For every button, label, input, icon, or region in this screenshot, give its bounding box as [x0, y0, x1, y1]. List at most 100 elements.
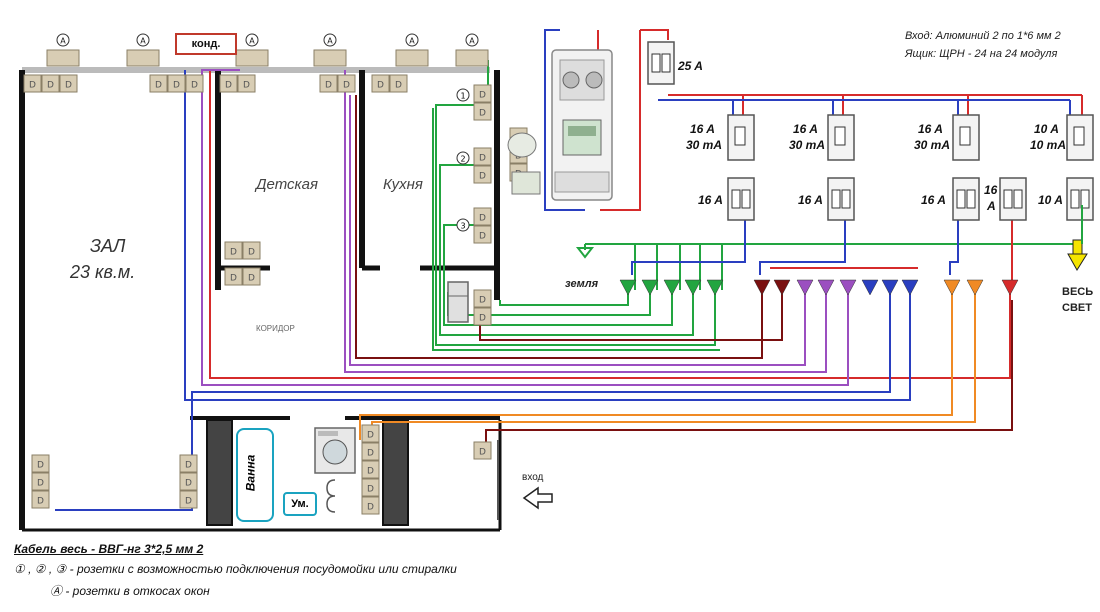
window-socket-marker: A	[126, 33, 160, 67]
outlet-socket: D	[23, 74, 42, 93]
floor-plan-walls	[19, 67, 502, 532]
all-light-arrow	[1067, 239, 1088, 271]
window-socket-marker: A	[313, 33, 347, 67]
outlet-marker-text: D	[248, 274, 255, 284]
rcd-4-current: 10 A	[1034, 122, 1059, 136]
outlet-marker-text: D	[225, 81, 232, 91]
breaker-device	[1066, 177, 1094, 221]
outlet-marker-text: D	[325, 81, 332, 91]
breaker-1-rating: 16 A	[698, 193, 723, 207]
breaker-5-rating: 10 A	[1038, 193, 1063, 207]
conditioner-label: конд.	[175, 33, 237, 55]
terminal-triangle	[641, 279, 659, 296]
outlet-marker-text: D	[191, 81, 198, 91]
terminal-triangle	[753, 279, 771, 296]
outlet-socket: D	[242, 267, 261, 286]
outlet-marker-text: D	[367, 485, 374, 495]
outlet-marker-text: D	[479, 214, 486, 224]
ground-arrow	[575, 244, 595, 259]
window-marker-text: A	[249, 37, 255, 46]
outlet-marker-text: D	[155, 81, 162, 91]
blue-wires	[55, 29, 1071, 511]
rcd-device	[727, 114, 755, 161]
outlet-marker-text: D	[367, 431, 374, 441]
outlet-socket: D	[31, 454, 50, 473]
numbered-socket-marker: 3	[456, 218, 470, 232]
window-socket-marker: A	[455, 33, 489, 67]
terminal-triangle	[1001, 279, 1019, 296]
red-wire-entrance	[485, 300, 1013, 450]
window-marker-text: A	[140, 37, 146, 46]
window-socket-marker: A	[395, 33, 429, 67]
legend-numbered: ① , ② , ③ - розетки с возможностью подкл…	[14, 562, 457, 576]
terminal-triangle	[839, 279, 857, 296]
outlet-marker-text: D	[479, 232, 486, 242]
outlet-socket: D	[31, 490, 50, 509]
outlet-socket: D	[361, 442, 380, 461]
outlet-socket: D	[473, 84, 492, 103]
hall-area: 23 кв.м.	[70, 262, 136, 282]
outlet-socket: D	[361, 460, 380, 479]
window-marker-text: A	[469, 37, 475, 46]
outlet-marker-text: D	[29, 81, 36, 91]
terminal-triangle	[706, 279, 724, 296]
window-socket-marker: A	[46, 33, 80, 67]
rcd-device	[1066, 114, 1094, 161]
outlet-socket: D	[473, 207, 492, 226]
outlet-socket: D	[389, 74, 408, 93]
outlet-socket: D	[219, 74, 238, 93]
outlet-marker-text: D	[243, 81, 250, 91]
outlet-socket: D	[337, 74, 356, 93]
outlet-socket: D	[237, 74, 256, 93]
rcd-device	[952, 114, 980, 161]
rcd-device	[827, 114, 855, 161]
terminal-triangle	[817, 279, 835, 296]
dishwasher-icon	[507, 132, 541, 195]
terminal-triangle	[881, 279, 899, 296]
outlet-marker-text: D	[185, 497, 192, 507]
terminal-triangle	[966, 279, 984, 296]
terminal-triangle	[684, 279, 702, 296]
towel-heater	[326, 479, 336, 513]
outlet-marker-text: D	[479, 154, 486, 164]
outlet-marker-text: D	[367, 449, 374, 459]
outlet-socket: D	[179, 490, 198, 509]
bathtub: Ванна	[236, 428, 274, 522]
outlet-marker-text: D	[185, 479, 192, 489]
outlet-socket: D	[224, 267, 243, 286]
window-socket-marker: A	[235, 33, 269, 67]
outlet-marker-text: D	[479, 296, 486, 306]
all-light-label-1: ВЕСЬ	[1062, 286, 1094, 298]
outlet-socket: D	[473, 225, 492, 244]
outlet-socket: D	[185, 74, 204, 93]
outlet-marker-text: D	[37, 461, 44, 471]
outlet-marker-text: D	[185, 461, 192, 471]
window-marker-text: A	[60, 37, 66, 46]
rcd-2-leak: 30 mA	[789, 138, 826, 152]
outlet-socket: D	[319, 74, 338, 93]
rcd-1-leak: 30 mA	[686, 138, 723, 152]
outlet-marker-text: D	[479, 448, 486, 458]
terminal-triangle	[796, 279, 814, 296]
outlet-socket: D	[59, 74, 78, 93]
outlet-marker-text: D	[343, 81, 350, 91]
outlet-socket: D	[361, 424, 380, 443]
breaker-2-rating: 16 A	[798, 193, 823, 207]
terminal-triangle	[773, 279, 791, 296]
breaker-device	[999, 177, 1027, 221]
outlet-socket: D	[41, 74, 60, 93]
entrance-label: вход	[522, 472, 544, 483]
outlet-marker-text: D	[47, 81, 54, 91]
window-marker-text: A	[327, 37, 333, 46]
breaker-device	[952, 177, 980, 221]
outlet-socket: D	[149, 74, 168, 93]
outlet-socket: D	[179, 454, 198, 473]
hall-name: ЗАЛ	[90, 236, 126, 256]
numbered-socket-marker: 1	[456, 88, 470, 102]
outlet-socket: D	[31, 472, 50, 491]
electric-meter	[551, 49, 613, 201]
outlet-socket: D	[473, 307, 492, 326]
panel-devices	[727, 114, 1094, 221]
outlet-marker-text: D	[65, 81, 72, 91]
